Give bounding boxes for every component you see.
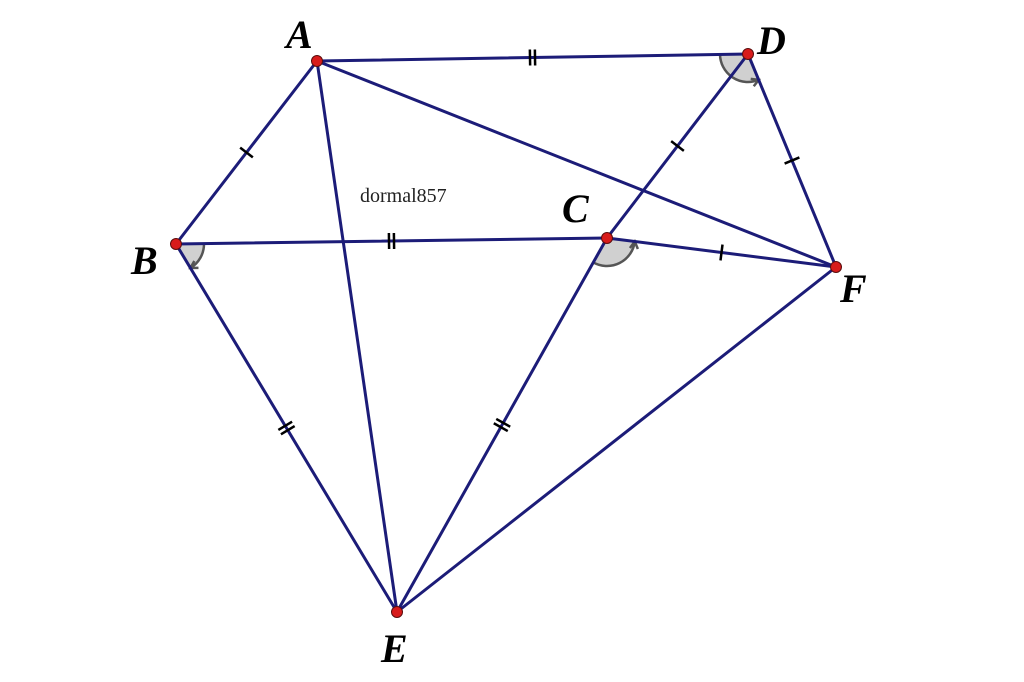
label-A: A <box>283 12 313 57</box>
vertex-f <box>830 261 842 273</box>
tick-mark-be <box>280 424 296 436</box>
tick-mark-ce <box>495 417 511 428</box>
angle-arc-d <box>718 54 760 84</box>
label-F: F <box>839 266 867 311</box>
segments <box>174 52 838 614</box>
vertex-c <box>601 232 613 244</box>
segment-ce <box>395 236 609 614</box>
segment-af <box>315 59 838 269</box>
label-D: D <box>756 18 786 63</box>
angle-arc-c <box>592 241 637 268</box>
watermark-text: dormal857 <box>360 185 447 207</box>
label-C: C <box>562 186 590 231</box>
angle-marks <box>176 54 762 270</box>
tick-mark-cf <box>719 244 724 261</box>
vertex-e <box>391 606 403 618</box>
vertex-a <box>311 55 323 67</box>
tick-mark-ce <box>493 422 509 433</box>
label-E: E <box>380 626 408 671</box>
segment-ae <box>315 59 399 614</box>
segment-bc <box>174 236 609 246</box>
label-B: B <box>130 238 158 283</box>
vertices <box>170 48 842 618</box>
tick-mark-be <box>277 420 293 432</box>
tick-mark-cd <box>670 140 685 152</box>
tick-mark-ab <box>239 146 254 159</box>
segment-ad <box>315 52 750 63</box>
tick-mark-df <box>784 156 800 165</box>
tick-marks <box>239 49 800 436</box>
segment-ef <box>395 265 838 614</box>
vertex-b <box>170 238 182 250</box>
segment-be <box>174 242 399 614</box>
vertex-d <box>742 48 754 60</box>
